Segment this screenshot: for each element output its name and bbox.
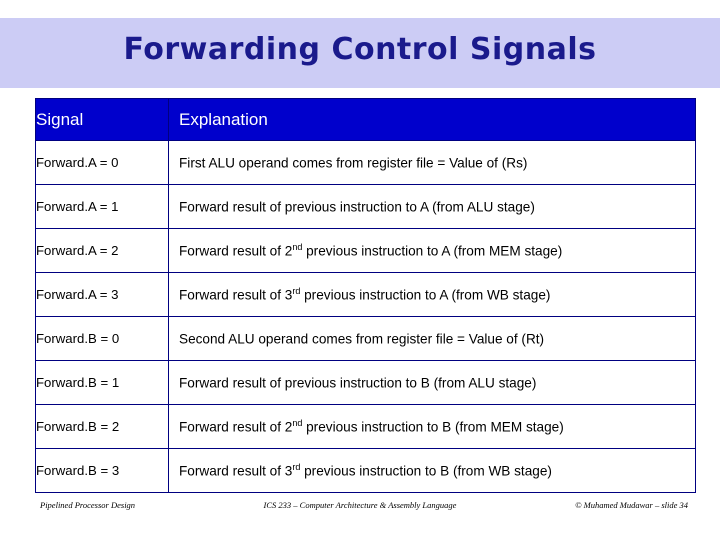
table-row: Forward.A = 0 First ALU operand comes fr…: [35, 140, 696, 185]
footer-center-text: ICS 233 – Computer Architecture & Assemb…: [263, 500, 457, 510]
cell-signal: Forward.B = 1: [35, 360, 169, 405]
table-row: Forward.A = 2 Forward result of 2nd prev…: [35, 228, 696, 273]
slide-footer: Pipelined Processor Design ICS 233 – Com…: [0, 500, 720, 520]
cell-explanation: Forward result of previous instruction t…: [168, 184, 696, 229]
explanation-text-pre: Forward result of previous instruction t…: [179, 199, 535, 215]
cell-signal: Forward.A = 3: [35, 272, 169, 317]
column-header-explanation: Explanation: [168, 98, 696, 141]
cell-explanation: Forward result of 3rd previous instructi…: [168, 272, 696, 317]
cell-explanation: Forward result of 2nd previous instructi…: [168, 404, 696, 449]
cell-signal: Forward.A = 0: [35, 140, 169, 185]
table-header-row: Signal Explanation: [35, 98, 696, 141]
explanation-text-post: previous instruction to B (from MEM stag…: [302, 419, 564, 435]
column-header-signal: Signal: [35, 98, 169, 141]
cell-signal: Forward.B = 2: [35, 404, 169, 449]
cell-signal: Forward.A = 2: [35, 228, 169, 273]
cell-explanation: Second ALU operand comes from register f…: [168, 316, 696, 361]
explanation-text-pre: Forward result of 2: [179, 243, 293, 259]
title-band: [0, 18, 720, 88]
table-row: Forward.B = 1 Forward result of previous…: [35, 360, 696, 405]
cell-signal: Forward.A = 1: [35, 184, 169, 229]
explanation-superscript: rd: [292, 462, 301, 473]
forwarding-signals-table: Signal Explanation Forward.A = 0 First A…: [35, 98, 696, 493]
cell-signal: Forward.B = 0: [35, 316, 169, 361]
table-row: Forward.B = 2 Forward result of 2nd prev…: [35, 404, 696, 449]
table-header: Signal Explanation: [35, 98, 696, 141]
footer-right-text: © Muhamed Mudawar – slide 34: [575, 500, 688, 510]
cell-signal: Forward.B = 3: [35, 448, 169, 493]
table-row: Forward.A = 1 Forward result of previous…: [35, 184, 696, 229]
signals-table-wrapper: Signal Explanation Forward.A = 0 First A…: [35, 98, 696, 493]
page-title: Forwarding Control Signals: [123, 32, 597, 67]
cell-explanation: Forward result of 2nd previous instructi…: [168, 228, 696, 273]
table-row: Forward.B = 0 Second ALU operand comes f…: [35, 316, 696, 361]
explanation-text-pre: Forward result of 2: [179, 419, 293, 435]
cell-explanation: Forward result of previous instruction t…: [168, 360, 696, 405]
explanation-text-post: previous instruction to A (from MEM stag…: [302, 243, 563, 259]
cell-explanation: Forward result of 3rd previous instructi…: [168, 448, 696, 493]
explanation-text-pre: First ALU operand comes from register fi…: [179, 155, 528, 171]
explanation-text-pre: Forward result of 3: [179, 463, 293, 479]
explanation-superscript: rd: [292, 286, 301, 297]
explanation-text-pre: Forward result of previous instruction t…: [179, 375, 537, 391]
explanation-text-pre: Second ALU operand comes from register f…: [179, 331, 545, 347]
table-row: Forward.B = 3 Forward result of 3rd prev…: [35, 448, 696, 493]
explanation-text-pre: Forward result of 3: [179, 287, 293, 303]
table-row: Forward.A = 3 Forward result of 3rd prev…: [35, 272, 696, 317]
cell-explanation: First ALU operand comes from register fi…: [168, 140, 696, 185]
footer-left-text: Pipelined Processor Design: [40, 500, 136, 510]
table-body: Forward.A = 0 First ALU operand comes fr…: [35, 140, 696, 493]
explanation-superscript: nd: [292, 242, 303, 253]
explanation-text-post: previous instruction to B (from WB stage…: [300, 463, 552, 479]
explanation-text-post: previous instruction to A (from WB stage…: [300, 287, 551, 303]
explanation-superscript: nd: [292, 418, 303, 429]
